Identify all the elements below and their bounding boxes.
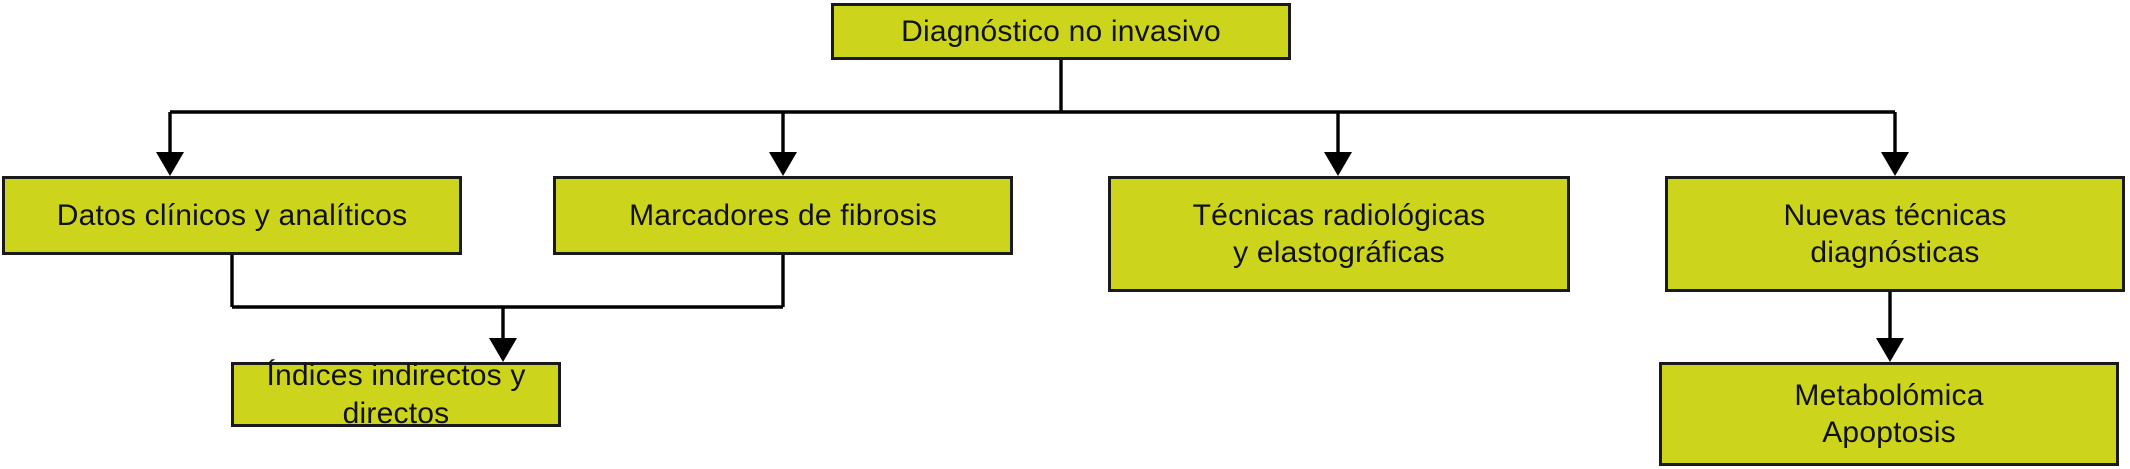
arrowhead-datos-clinicos: [156, 152, 184, 176]
node-label-indices-indirectos-y-directos: Índices indirectos y directos: [266, 359, 526, 430]
arrowhead-marcadores-fibrosis: [769, 152, 797, 176]
arrowhead-tecnicas-radiologicas: [1324, 152, 1352, 176]
node-metabolomica-apoptosis[interactable]: Metabolómica Apoptosis: [1659, 362, 2119, 466]
node-diagnostico-no-invasivo[interactable]: Diagnóstico no invasivo: [831, 3, 1291, 60]
arrowhead-metabolomica: [1876, 338, 1904, 362]
node-indices-indirectos-y-directos[interactable]: Índices indirectos y directos: [231, 359, 561, 430]
node-label-tecnicas-radiologicas-y-elastograficas: Técnicas radiológicas y elastográficas: [1192, 198, 1486, 270]
node-datos-clinicos-y-analiticos[interactable]: Datos clínicos y analíticos: [2, 176, 462, 255]
node-label-marcadores-de-fibrosis: Marcadores de fibrosis: [629, 198, 937, 232]
node-label-datos-clinicos-y-analiticos: Datos clínicos y analíticos: [56, 198, 408, 232]
node-nuevas-tecnicas-diagnosticas[interactable]: Nuevas técnicas diagnósticas: [1665, 176, 2125, 292]
node-label-nuevas-tecnicas-diagnosticas: Nuevas técnicas diagnósticas: [1783, 198, 2007, 270]
node-label-metabolomica-apoptosis: Metabolómica Apoptosis: [1794, 378, 1984, 450]
arrowhead-nuevas-tecnicas: [1881, 152, 1909, 176]
node-label-diagnostico-no-invasivo: Diagnóstico no invasivo: [901, 14, 1221, 48]
node-tecnicas-radiologicas-y-elastograficas[interactable]: Técnicas radiológicas y elastográficas: [1108, 176, 1570, 292]
node-marcadores-de-fibrosis[interactable]: Marcadores de fibrosis: [553, 176, 1013, 255]
